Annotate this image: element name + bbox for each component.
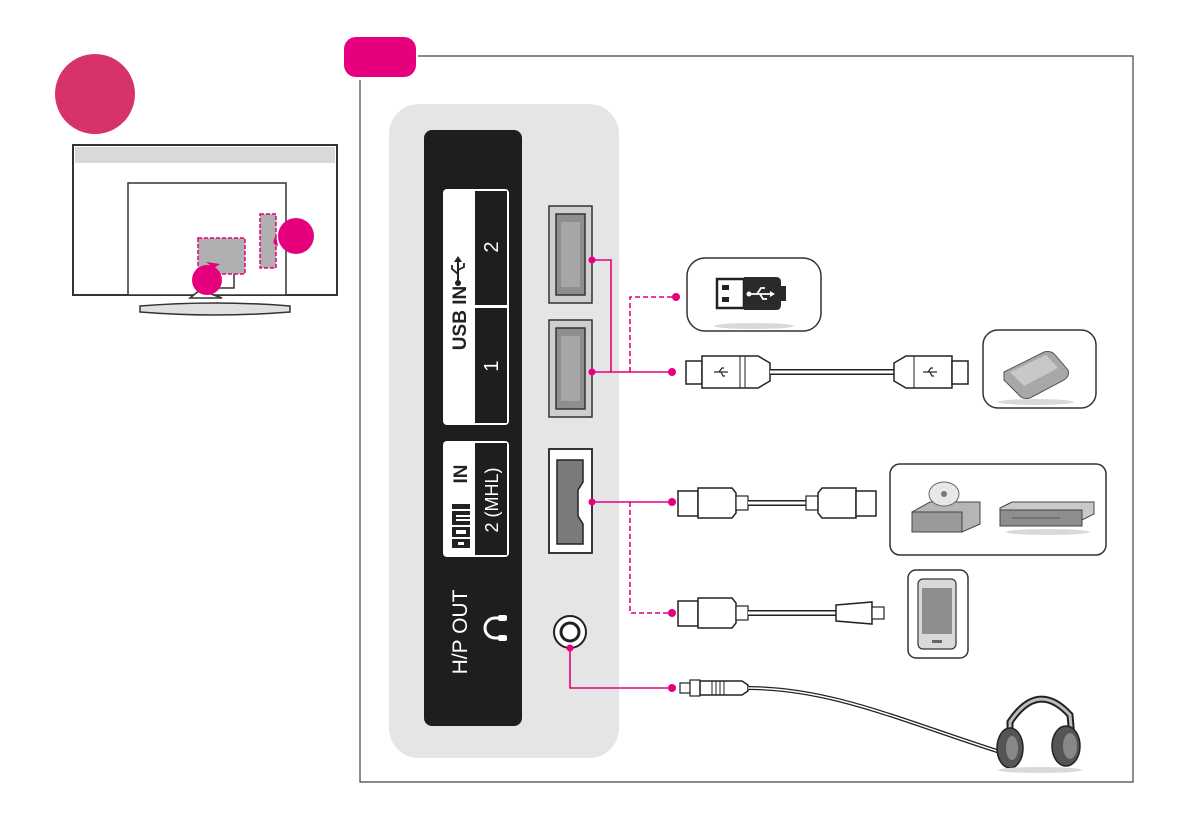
usb-port-1 xyxy=(549,320,592,417)
hdmi-label-block: IN 2 (MHL) xyxy=(443,441,509,557)
hdmi-in-title: IN xyxy=(451,465,472,484)
usb-port-2 xyxy=(549,206,592,303)
usb-port-2-number: 2 xyxy=(481,241,503,252)
hdmi-mhl-label: 2 (MHL) xyxy=(482,467,502,532)
step-a-badge xyxy=(55,54,135,134)
hdmi-mhl-port xyxy=(549,449,592,553)
hdmi-source-devices xyxy=(890,464,1106,555)
hp-out-title: H/P OUT xyxy=(449,589,472,674)
usb-in-label-block: USB IN 2 1 xyxy=(443,189,509,425)
section-tab xyxy=(344,37,416,77)
headphone-jack xyxy=(554,616,586,648)
usb-flash-drive xyxy=(687,258,821,331)
hdmi-cable xyxy=(678,488,876,518)
smartphone xyxy=(908,570,968,658)
headphones xyxy=(997,699,1082,773)
tv-back-view xyxy=(73,145,337,315)
usb-port-1-number: 1 xyxy=(481,360,503,371)
usb-in-title: USB IN xyxy=(450,286,471,350)
callout-side-marker xyxy=(278,218,314,254)
headphone-cable xyxy=(680,680,1000,752)
usb-cable xyxy=(686,356,968,388)
usb-hard-drive xyxy=(983,330,1096,408)
mhl-cable xyxy=(678,598,884,628)
callout-rear-marker xyxy=(192,265,222,295)
